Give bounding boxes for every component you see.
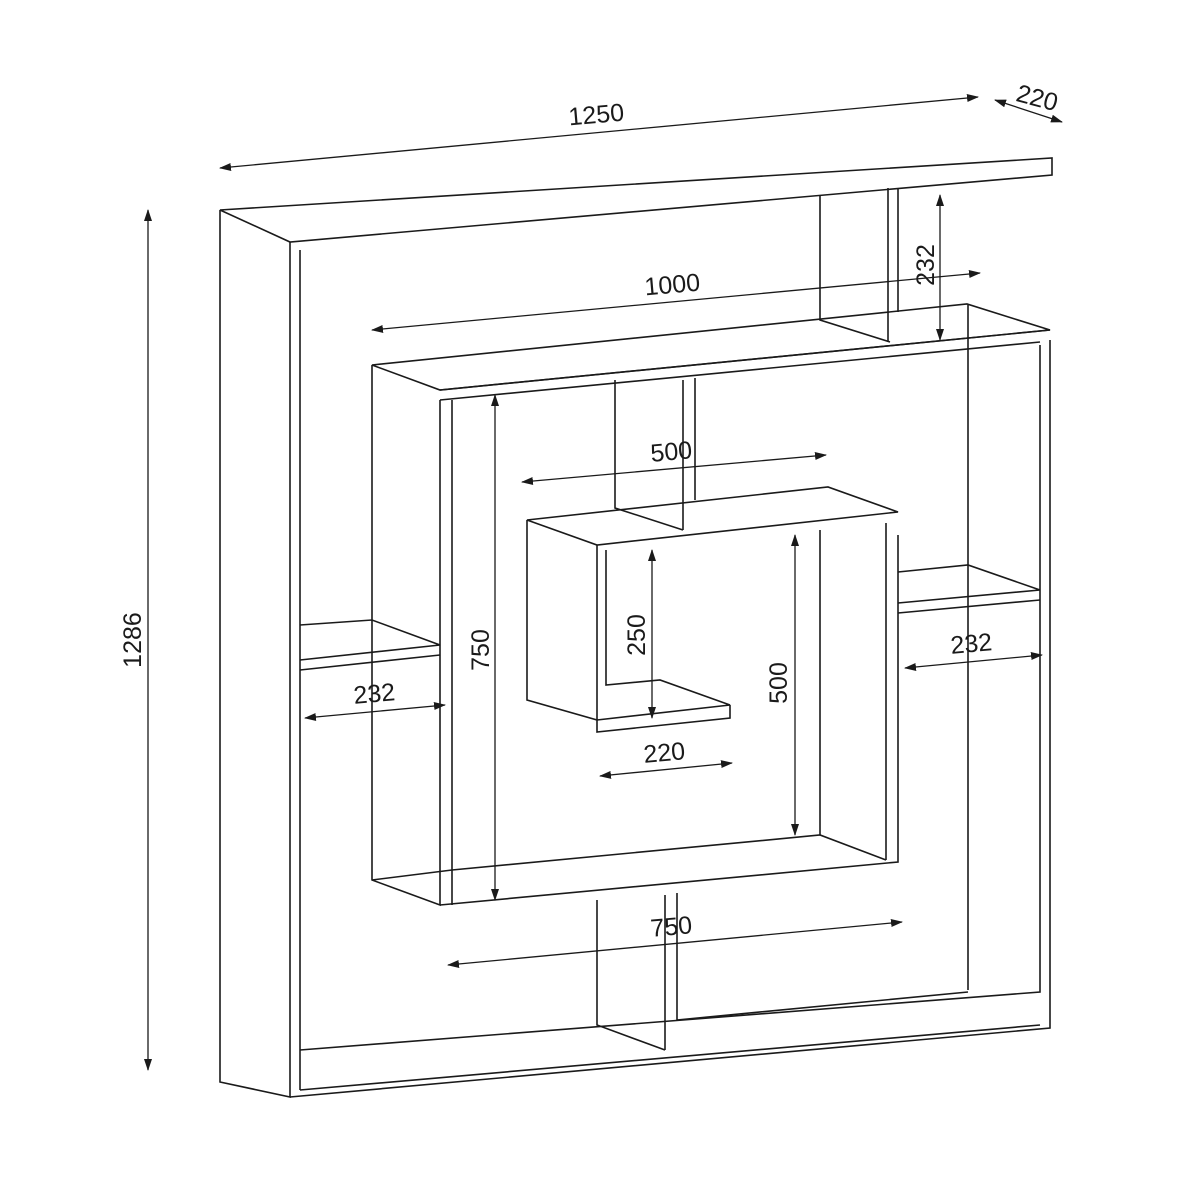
dim-small-shelf-width: 220 [642, 737, 686, 769]
dim-right-shelf: 232 [949, 628, 993, 660]
dim-inner-height: 500 [765, 662, 793, 704]
dim-inner-width: 500 [649, 436, 693, 468]
dim-bottom-width: 750 [649, 911, 693, 943]
dim-left-shelf: 232 [352, 678, 396, 710]
dim-small-shelf-height: 250 [623, 614, 651, 656]
inner-box [526, 486, 899, 860]
dim-middle-width: 1000 [643, 269, 701, 302]
dim-overall-width: 1250 [567, 99, 625, 132]
dim-depth: 220 [1013, 79, 1061, 117]
dim-top-gap: 232 [912, 244, 940, 286]
dim-middle-height: 750 [467, 629, 495, 671]
dim-overall-height: 1286 [119, 612, 147, 668]
middle-frame [299, 303, 1051, 1051]
dimension-lines [144, 94, 1063, 1071]
